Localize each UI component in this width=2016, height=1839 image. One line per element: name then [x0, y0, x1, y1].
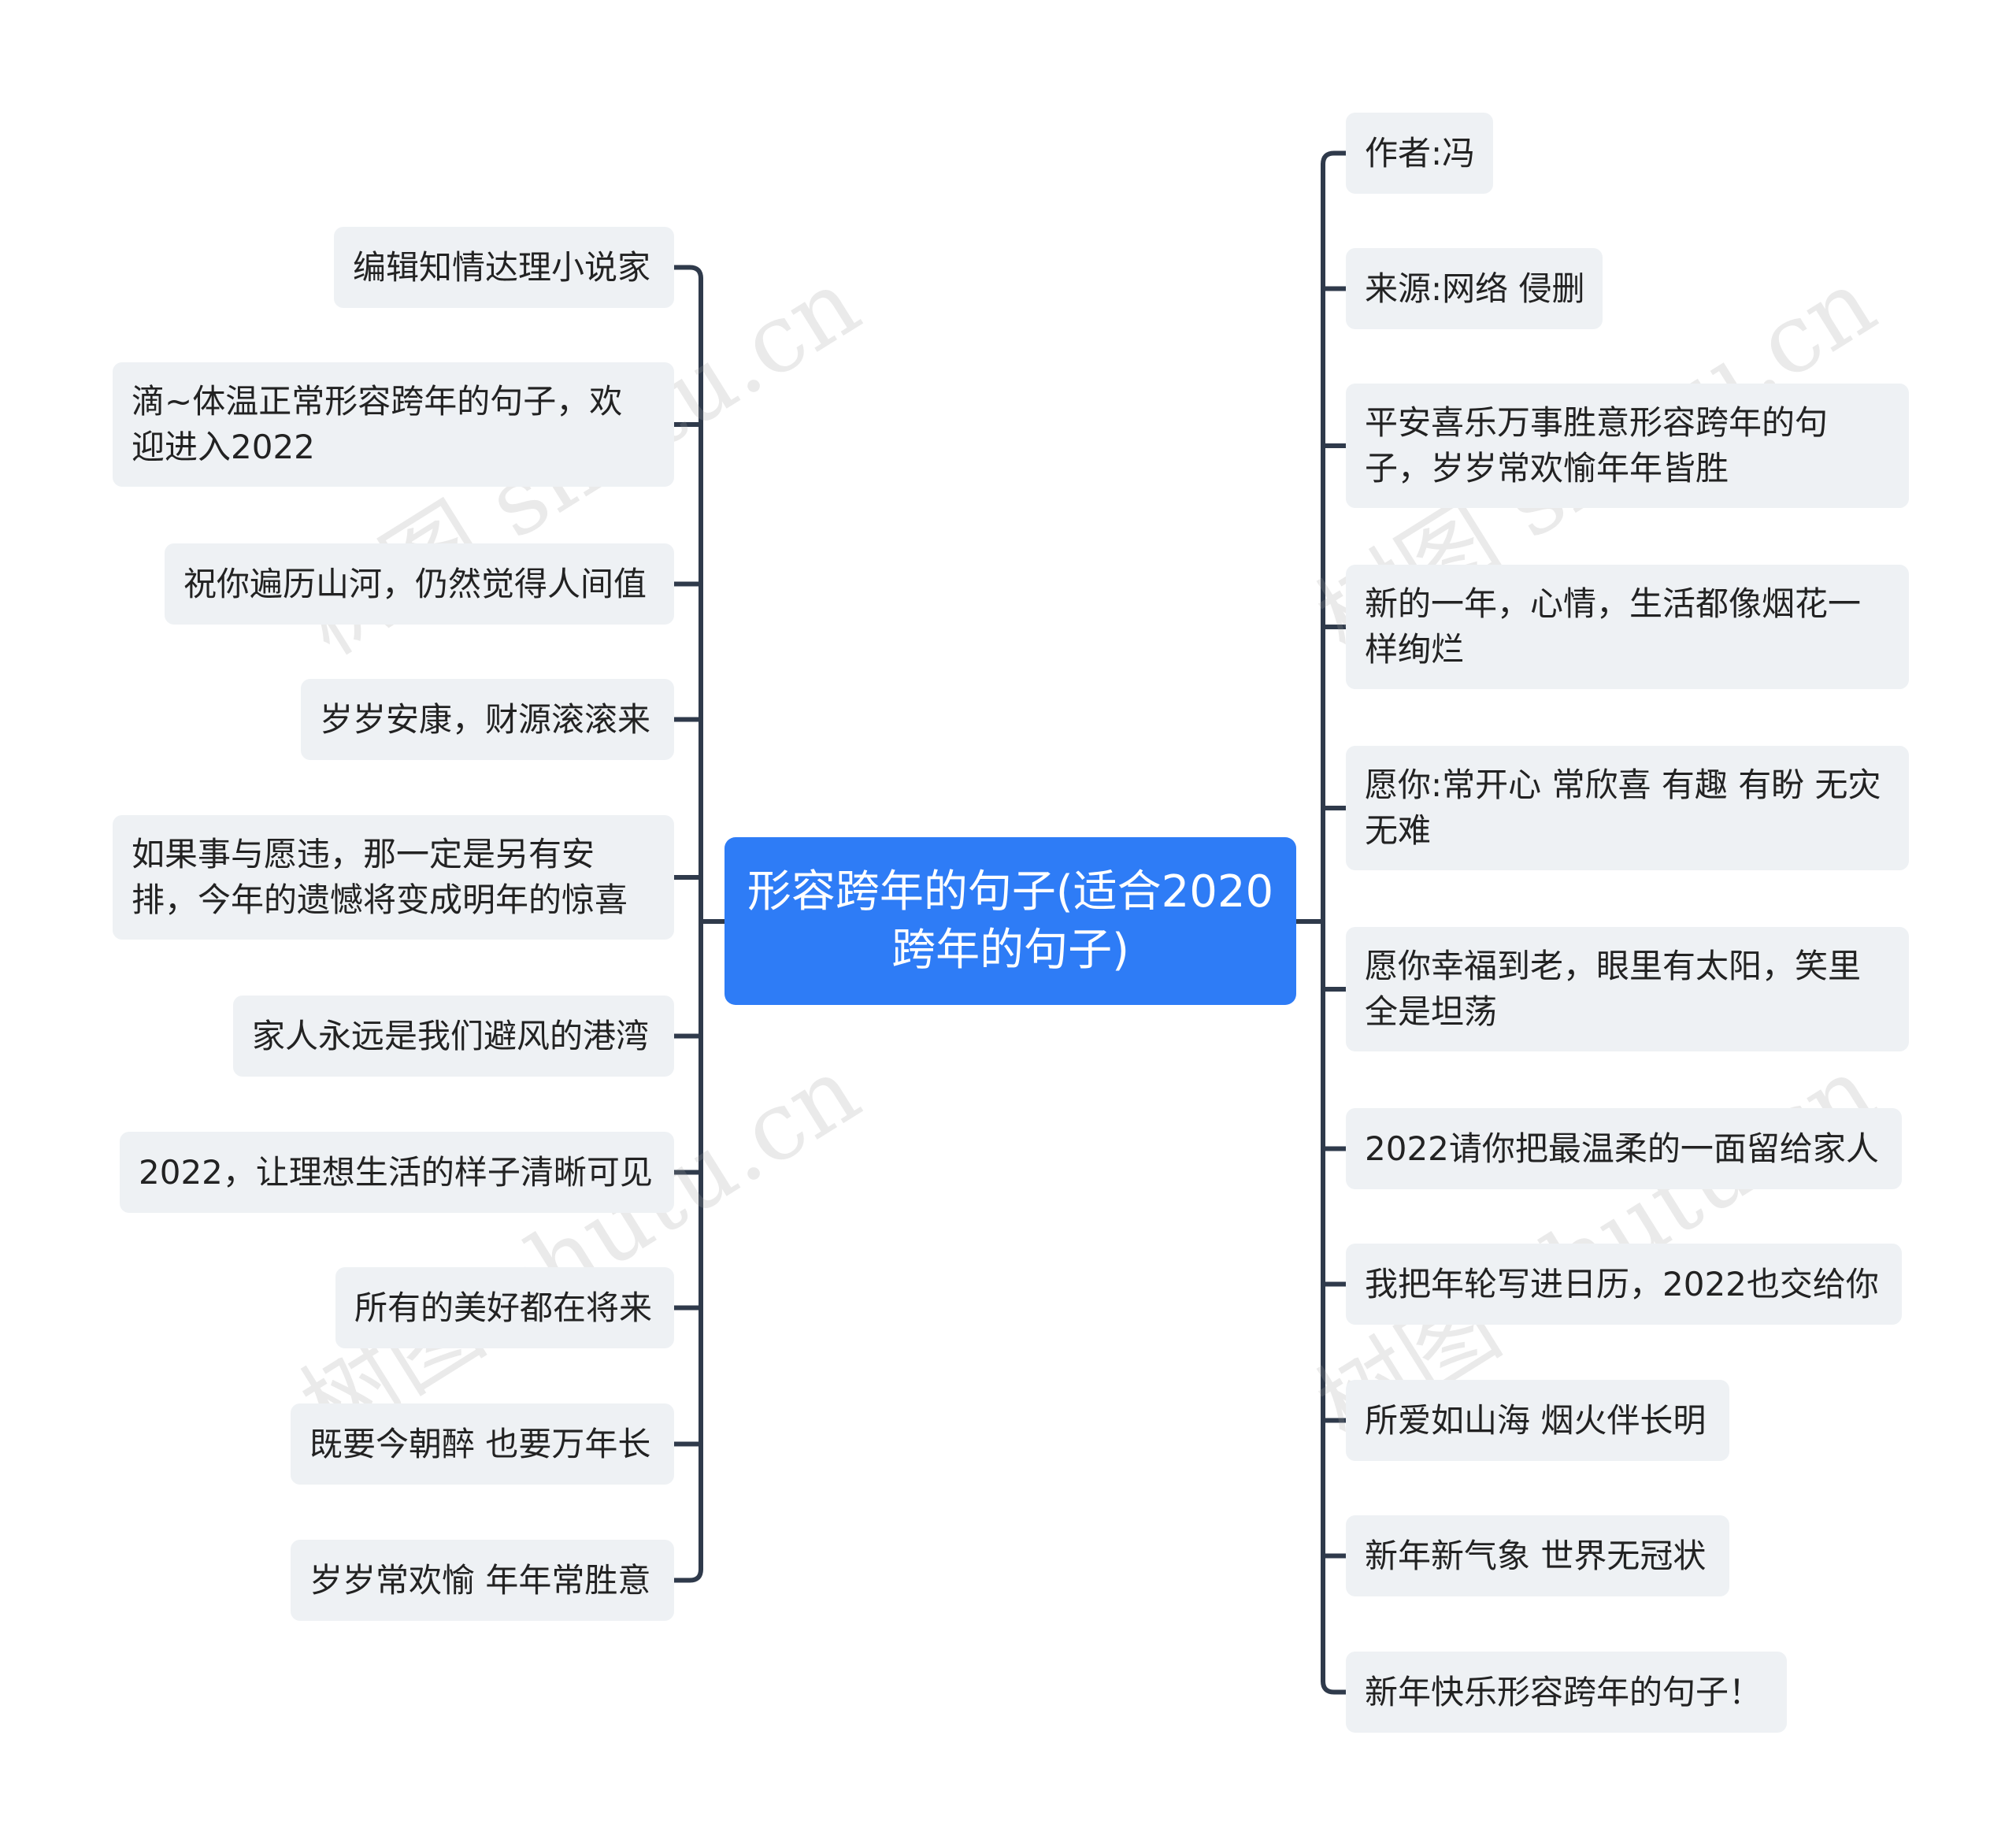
right-branch-line — [1321, 150, 1348, 167]
right-node[interactable]: 新年新气象 世界无冠状 — [1346, 1515, 1729, 1596]
left-node[interactable]: 滴~体温正常形容跨年的句子，欢迎进入2022 — [113, 362, 674, 487]
right-node[interactable]: 愿你:常开心 常欣喜 有趣 有盼 无灾 无难 — [1346, 746, 1909, 870]
right-node[interactable]: 我把年轮写进日历，2022也交给你 — [1346, 1244, 1902, 1325]
left-node[interactable]: 祝你遍历山河，仍然觉得人间值 — [165, 543, 674, 625]
left-node[interactable]: 编辑知情达理小说家 — [334, 227, 674, 308]
left-node[interactable]: 所有的美好都在将来 — [335, 1267, 674, 1348]
right-node[interactable]: 所爱如山海 烟火伴长明 — [1346, 1380, 1729, 1461]
left-node[interactable]: 岁岁安康，财源滚滚来 — [301, 679, 674, 760]
left-node[interactable]: 2022，让理想生活的样子清晰可见 — [120, 1132, 674, 1213]
right-node[interactable]: 2022请你把最温柔的一面留给家人 — [1346, 1108, 1902, 1189]
right-node[interactable]: 愿你幸福到老，眼里有太阳，笑里全是坦荡 — [1346, 927, 1909, 1051]
left-node[interactable]: 家人永远是我们避风的港湾 — [233, 996, 674, 1077]
root-topic[interactable]: 形容跨年的句子(适合2020跨年的句子) — [724, 837, 1296, 1005]
left-node[interactable]: 如果事与愿违，那一定是另有安排，今年的遗憾将变成明年的惊喜 — [113, 815, 674, 940]
left-branch-line — [672, 1566, 703, 1583]
left-branch-line — [672, 265, 703, 281]
left-node[interactable]: 既要今朝醉 也要万年长 — [291, 1403, 674, 1485]
right-node[interactable]: 新年快乐形容跨年的句子！ — [1346, 1652, 1787, 1733]
left-node[interactable]: 岁岁常欢愉 年年常胜意 — [291, 1540, 674, 1621]
right-node[interactable]: 新的一年，心情，生活都像烟花一样绚烂 — [1346, 565, 1909, 689]
right-node[interactable]: 作者:冯 — [1346, 113, 1493, 194]
right-node[interactable]: 来源:网络 侵删 — [1346, 248, 1603, 329]
right-branch-line — [1321, 1678, 1348, 1695]
right-node[interactable]: 平安喜乐万事胜意形容跨年的句子，岁岁常欢愉年年皆胜 — [1346, 384, 1909, 508]
